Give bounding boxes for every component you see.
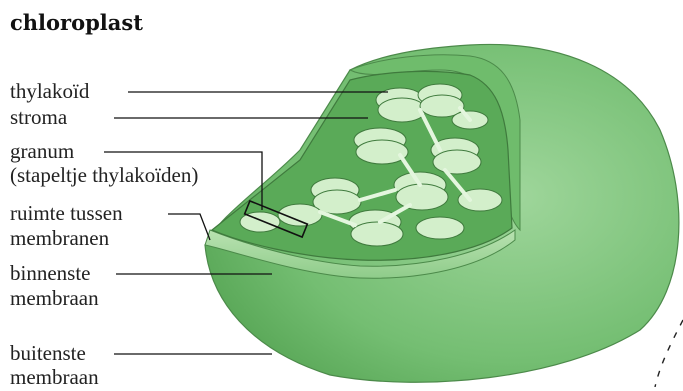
diagram-title: chloroplast [10, 10, 143, 35]
label-granum-detail: (stapeltje thylakoïden) [10, 163, 198, 187]
label-intermembrane-space-2: membranen [10, 226, 109, 250]
label-inner-membrane: binnenste [10, 261, 90, 285]
label-thylakoid: thylakoïd [10, 79, 89, 103]
dashed-arc [655, 320, 683, 387]
label-outer-membrane-2: membraan [10, 365, 99, 389]
label-intermembrane-space: ruimte tussen [10, 201, 123, 225]
label-inner-membrane-2: membraan [10, 286, 99, 310]
label-granum: granum [10, 139, 74, 163]
label-stroma: stroma [10, 105, 67, 129]
label-outer-membrane: buitenste [10, 341, 86, 365]
